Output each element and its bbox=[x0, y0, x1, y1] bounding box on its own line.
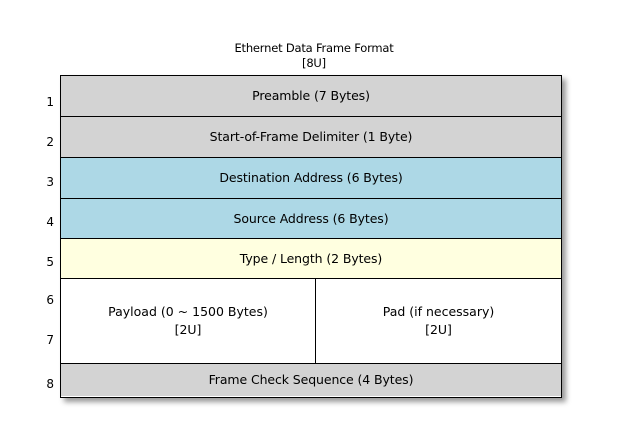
row-number-1: 1 bbox=[46, 95, 54, 109]
frame-field-type-length: Type / Length (2 Bytes) bbox=[61, 239, 561, 279]
row-number-5: 5 bbox=[46, 255, 54, 269]
frame-field-payload: Payload (0 ~ 1500 Bytes) [2U] bbox=[61, 279, 316, 363]
diagram-title: Ethernet Data Frame Format [8U] bbox=[0, 41, 628, 71]
frame-field-destination-address-label: Destination Address (6 Bytes) bbox=[219, 170, 403, 185]
frame-field-destination-address: Destination Address (6 Bytes) bbox=[61, 158, 561, 199]
frame-field-pad-sublabel: [2U] bbox=[425, 322, 452, 337]
diagram-title-main: Ethernet Data Frame Format bbox=[234, 41, 394, 55]
row-number-7: 7 bbox=[46, 333, 54, 347]
frame-field-frame-check-sequence-label: Frame Check Sequence (4 Bytes) bbox=[208, 372, 414, 387]
frame-field-pad-label: Pad (if necessary) bbox=[382, 304, 495, 319]
frame-field-source-address: Source Address (6 Bytes) bbox=[61, 199, 561, 239]
row-number-6: 6 bbox=[46, 293, 54, 307]
row-number-gutter: 1 2 3 4 5 6 7 8 bbox=[30, 75, 54, 398]
frame-field-source-address-label: Source Address (6 Bytes) bbox=[233, 210, 389, 226]
frame-format-table: Preamble (7 Bytes) Start-of-Frame Delimi… bbox=[60, 75, 562, 398]
row-number-2: 2 bbox=[46, 135, 54, 149]
frame-field-pad: Pad (if necessary) [2U] bbox=[316, 279, 561, 363]
frame-field-preamble-label: Preamble (7 Bytes) bbox=[252, 88, 370, 103]
diagram-title-subtitle: [8U] bbox=[302, 56, 326, 70]
row-number-4: 4 bbox=[46, 215, 54, 229]
frame-field-payload-sublabel: [2U] bbox=[174, 322, 202, 337]
row-number-8: 8 bbox=[46, 377, 54, 391]
row-number-3: 3 bbox=[46, 175, 54, 189]
frame-field-frame-check-sequence: Frame Check Sequence (4 Bytes) bbox=[61, 364, 561, 396]
frame-field-start-of-frame-delimiter: Start-of-Frame Delimiter (1 Byte) bbox=[61, 117, 561, 158]
frame-field-payload-label: Payload (0 ~ 1500 Bytes) bbox=[108, 304, 268, 319]
frame-field-start-of-frame-delimiter-label: Start-of-Frame Delimiter (1 Byte) bbox=[209, 129, 413, 144]
frame-field-preamble: Preamble (7 Bytes) bbox=[61, 76, 561, 117]
frame-field-payload-pad-row: Payload (0 ~ 1500 Bytes) [2U] Pad (if ne… bbox=[61, 279, 561, 364]
frame-field-type-length-label: Type / Length (2 Bytes) bbox=[239, 250, 383, 266]
